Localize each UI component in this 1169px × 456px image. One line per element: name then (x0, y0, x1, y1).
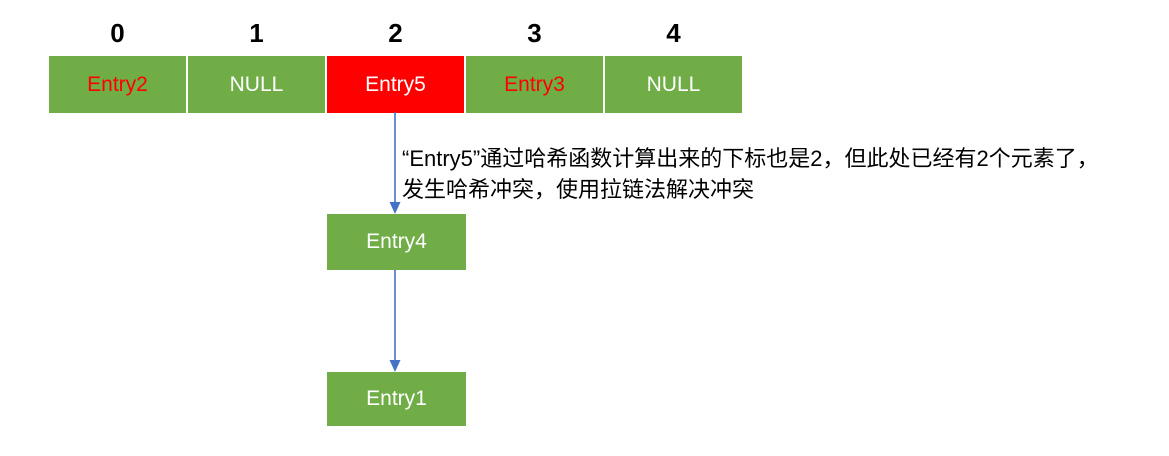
bucket-1-label: NULL (229, 72, 284, 96)
index-label-3: 3 (527, 18, 542, 48)
index-label-row: 0 1 2 3 4 (49, 16, 742, 50)
collision-annotation-line2: 发生哈希冲突，使用拉链法解决冲突 (402, 177, 755, 202)
index-label-2: 2 (388, 18, 403, 48)
down-arrow-connector-2 (389, 270, 401, 372)
bucket-0: Entry2 (49, 56, 186, 113)
bucket-3: Entry3 (466, 56, 603, 113)
index-label-4: 4 (666, 18, 681, 48)
bucket-4-label: NULL (646, 72, 701, 96)
bucket-array: Entry2 NULL Entry5 Entry3 NULL (49, 56, 742, 113)
bucket-0-label: Entry2 (87, 72, 148, 96)
bucket-2-label: Entry5 (365, 72, 426, 96)
chain-node-entry4-label: Entry4 (366, 230, 427, 253)
bucket-3-label: Entry3 (504, 72, 565, 96)
chain-node-entry1-label: Entry1 (366, 387, 427, 410)
index-label-1: 1 (249, 18, 264, 48)
collision-annotation-line1: “Entry5”通过哈希函数计算出来的下标也是2，但此处已经有2个元素了， (402, 146, 1099, 171)
down-arrow-connector-1 (389, 112, 401, 214)
collision-annotation: “Entry5”通过哈希函数计算出来的下标也是2，但此处已经有2个元素了， 发生… (402, 143, 1169, 205)
bucket-1: NULL (188, 56, 325, 113)
chain-node-entry4: Entry4 (327, 214, 466, 270)
index-label-0: 0 (110, 18, 125, 48)
bucket-2-collision: Entry5 (327, 56, 464, 113)
chain-node-entry1: Entry1 (327, 372, 466, 426)
bucket-4: NULL (605, 56, 742, 113)
